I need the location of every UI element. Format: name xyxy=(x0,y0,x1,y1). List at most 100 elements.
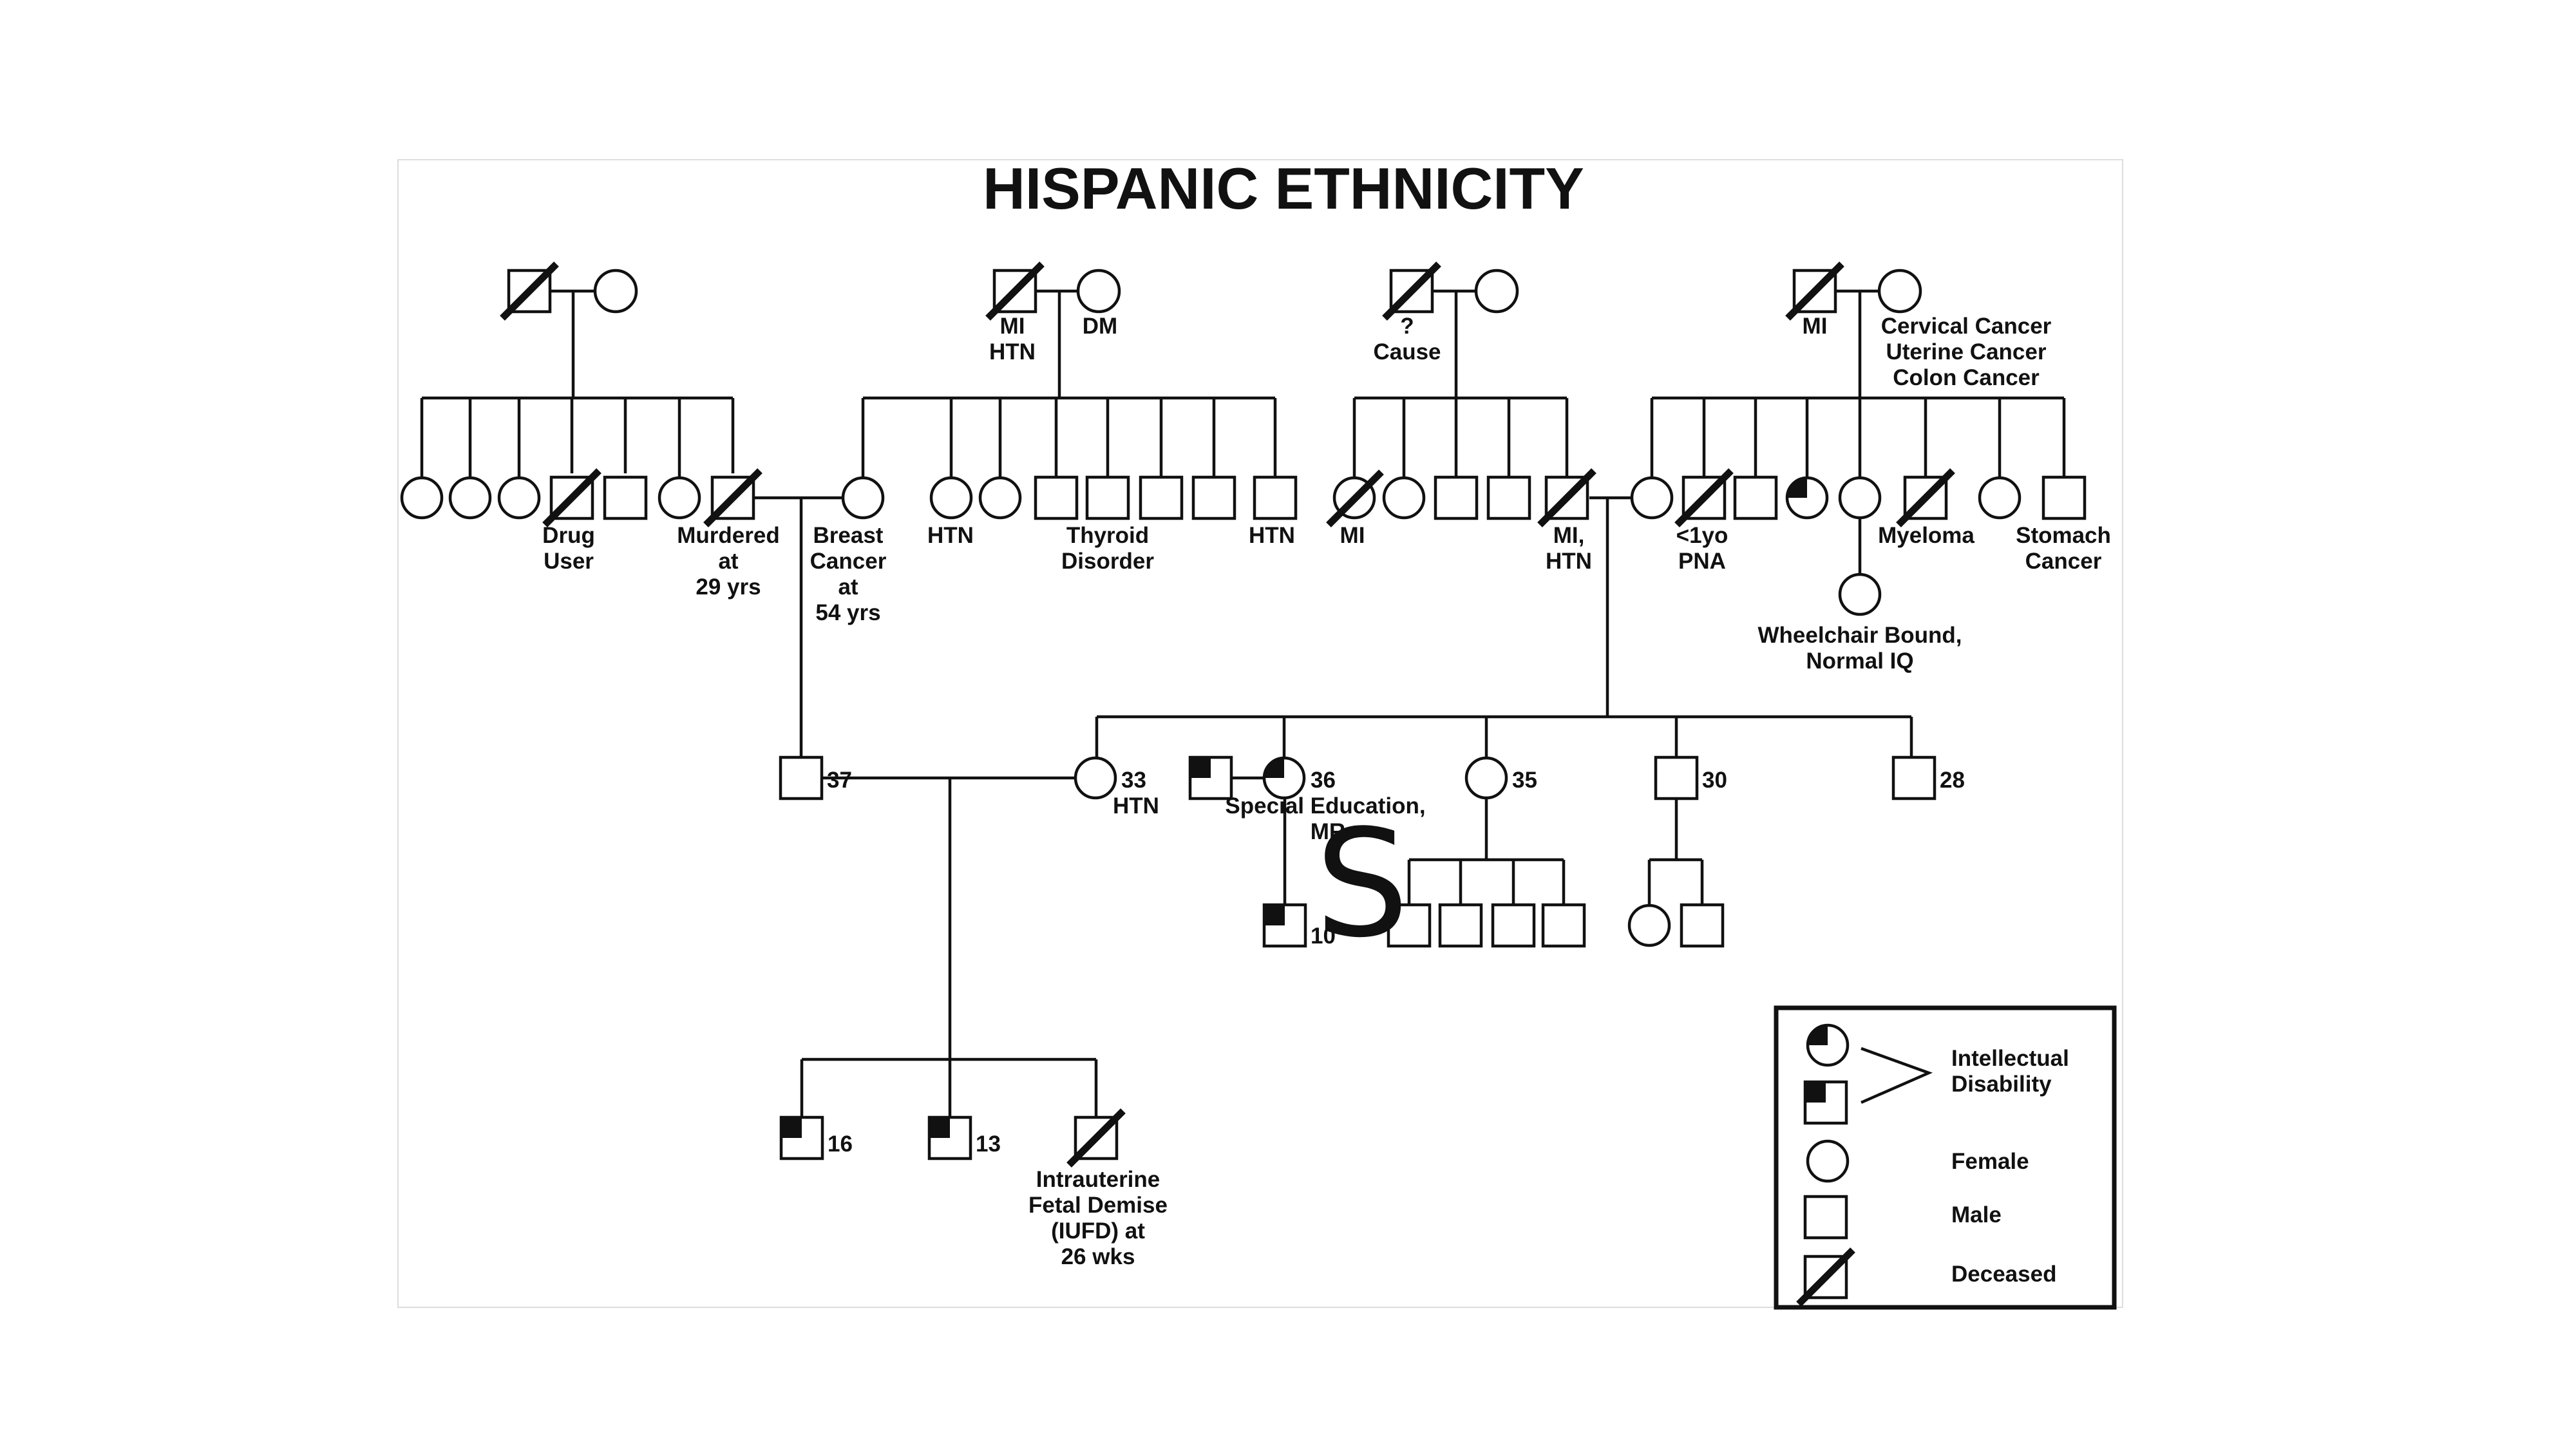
affected-quadrant-icon xyxy=(781,1117,802,1138)
legend-deceased: Deceased xyxy=(1951,1262,2056,1287)
male-symbol xyxy=(1680,903,1725,948)
deceased-slash-icon xyxy=(542,468,601,527)
generation-2 xyxy=(400,468,2087,616)
label-cause: Cause xyxy=(1373,339,1441,365)
male-symbol xyxy=(1034,475,1079,520)
label-iufd-at: (IUFD) at xyxy=(1051,1218,1145,1244)
deceased-slash-icon xyxy=(1785,261,1844,321)
deceased-slash-icon xyxy=(1674,468,1734,527)
deceased-slash-icon xyxy=(1896,468,1955,527)
male-symbol xyxy=(1891,755,1937,800)
label-age-13: 13 xyxy=(976,1132,1001,1157)
label-drug: Drug xyxy=(542,523,595,548)
female-symbol xyxy=(1627,904,1671,947)
male-symbol xyxy=(1438,903,1483,948)
male-symbol xyxy=(1434,475,1479,520)
label-cancer: Cancer xyxy=(810,549,887,574)
deceased-slash-icon xyxy=(1326,469,1384,527)
label-uterine-cancer: Uterine Cancer xyxy=(1886,339,2047,365)
affected-quadrant-icon xyxy=(1190,757,1211,778)
legend-bracket-icon xyxy=(1861,1046,1933,1104)
label-htn: HTN xyxy=(989,339,1036,365)
female-symbol xyxy=(1877,269,1922,314)
legend-female: Female xyxy=(1951,1149,2029,1174)
female-symbol xyxy=(1464,756,1508,800)
male-symbol xyxy=(1139,475,1184,520)
label-age-30: 30 xyxy=(1702,768,1727,793)
female-symbol xyxy=(978,476,1022,520)
deceased-slash-icon xyxy=(1066,1108,1126,1168)
deceased-slash-icon xyxy=(1796,1247,1855,1307)
male-symbol xyxy=(1253,475,1298,520)
label-mi-comma: MI, xyxy=(1553,523,1585,548)
label-htn: HTN xyxy=(1249,523,1295,548)
label-mi: MI xyxy=(1000,314,1025,339)
female-symbol xyxy=(1074,756,1117,800)
label-question: ? xyxy=(1400,314,1414,339)
label-age-28: 28 xyxy=(1940,768,1965,793)
female-symbol xyxy=(593,269,638,314)
female-symbol xyxy=(841,476,885,520)
affected-quadrant-icon xyxy=(1805,1082,1826,1103)
male-symbol xyxy=(1085,475,1130,520)
generation-3-labels: 37 33 HTN 36 Special Education, MR 35 30… xyxy=(827,768,1965,844)
male-symbol xyxy=(1733,475,1778,520)
label-cervical-cancer: Cervical Cancer xyxy=(1881,314,2052,339)
female-symbol xyxy=(1630,476,1674,520)
female-symbol xyxy=(400,476,444,520)
male-symbol xyxy=(1191,475,1236,520)
label-htn: HTN xyxy=(927,523,974,548)
label-breast: Breast xyxy=(813,523,884,548)
label-intrauterine: Intrauterine xyxy=(1036,1167,1160,1192)
affected-quadrant-icon xyxy=(1264,905,1285,925)
female-symbol xyxy=(1382,476,1426,520)
generation-3 xyxy=(779,755,1937,800)
label-murdered: Murdered xyxy=(677,523,779,548)
generation-1-labels: MI HTN DM ? Cause MI Cervical Cancer Ute… xyxy=(989,314,2052,390)
male-symbol xyxy=(1541,903,1586,948)
female-symbol xyxy=(1978,476,2022,520)
female-symbol xyxy=(658,476,701,520)
male-symbol xyxy=(603,475,648,520)
label-disorder: Disorder xyxy=(1061,549,1154,574)
generation-4 xyxy=(779,903,1725,1168)
label-at: at xyxy=(838,574,858,600)
deceased-slash-icon xyxy=(1537,468,1596,527)
label-myeloma: Myeloma xyxy=(1878,523,1975,548)
affected-quadrant-icon xyxy=(1787,478,1807,498)
female-symbol xyxy=(1838,476,1882,520)
male-symbol xyxy=(1654,755,1699,800)
label-pna: PNA xyxy=(1678,549,1726,574)
label-normal-iq: Normal IQ xyxy=(1806,649,1913,674)
male-symbol xyxy=(1491,903,1536,948)
annotation-s-mark: S xyxy=(1315,799,1409,971)
legend-intellectual: Intellectual xyxy=(1951,1046,2069,1071)
label-htn: HTN xyxy=(1113,793,1159,819)
label-at: at xyxy=(718,549,738,574)
affected-quadrant-icon xyxy=(1264,758,1284,778)
deceased-slash-icon xyxy=(985,261,1045,321)
deceased-slash-icon xyxy=(500,261,559,321)
generation-1 xyxy=(500,261,1922,321)
label-thyroid: Thyroid xyxy=(1066,523,1149,548)
affected-quadrant-icon xyxy=(929,1117,950,1138)
legend: Intellectual Disability Female Male Dece… xyxy=(1774,1005,2117,1310)
label-htn: HTN xyxy=(1546,549,1592,574)
legend-female-symbol xyxy=(1806,1139,1850,1183)
label-age-16: 16 xyxy=(828,1132,853,1157)
female-symbol xyxy=(497,476,541,520)
deceased-slash-icon xyxy=(703,468,762,527)
label-age-33: 33 xyxy=(1121,768,1146,793)
label-age-36: 36 xyxy=(1311,768,1336,793)
label-wheelchair-bound: Wheelchair Bound, xyxy=(1758,623,1962,648)
label-29yrs: 29 yrs xyxy=(696,574,761,600)
label-special-education: Special Education, xyxy=(1225,793,1425,819)
label-colon-cancer: Colon Cancer xyxy=(1893,365,2040,390)
label-age-10: 10 xyxy=(1311,923,1336,949)
female-symbol xyxy=(448,476,492,520)
label-age-37: 37 xyxy=(827,768,852,793)
generation-2-labels: Drug User Murdered at 29 yrs Breast Canc… xyxy=(542,523,2111,674)
legend-male: Male xyxy=(1951,1202,2002,1227)
label-lt1yo: <1yo xyxy=(1676,523,1728,548)
